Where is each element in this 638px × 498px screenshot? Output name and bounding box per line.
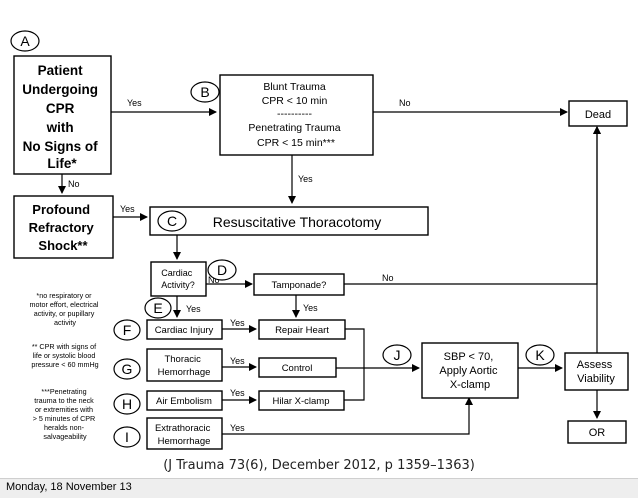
air-embolism-box <box>146 390 223 411</box>
step-e-letter: E <box>153 300 162 316</box>
cardiac-injury-text: Cardiac Injury <box>155 325 214 336</box>
air-embolism-text: Air Embolism <box>156 396 212 407</box>
cardiac-injury-box <box>146 319 223 340</box>
edge-label-no-patient: No <box>68 179 80 189</box>
or-box <box>567 420 627 444</box>
edge-label-yes-shock: Yes <box>120 204 135 214</box>
step-j-circle <box>382 344 412 366</box>
step-g-circle <box>113 358 141 380</box>
dead-box <box>568 100 628 127</box>
edge-label-yes-cardiac-injury: Yes <box>230 318 245 328</box>
thoracotomy-algorithm-diagram: Yes No Yes No Yes No No Yes Yes Yes Yes … <box>10 30 629 450</box>
step-a-letter: A <box>20 33 30 49</box>
repair-heart-text: Repair Heart <box>275 325 329 336</box>
edge-tamponade-to-dead <box>344 126 601 285</box>
tamponade-box <box>253 273 345 296</box>
thoracotomy-box <box>149 206 429 236</box>
step-e-circle <box>144 297 172 319</box>
sbp-aortic-clamp-text: SBP < 70, Apply Aortic X-clamp <box>439 351 500 391</box>
step-k-circle <box>525 344 555 366</box>
step-h-letter: H <box>122 396 132 412</box>
repair-heart-box <box>258 319 346 340</box>
note-no-signs-of-life: *no respiratory or motor effort, electri… <box>30 291 101 327</box>
step-b-letter: B <box>200 84 209 100</box>
thoracic-hemorrhage-box <box>146 348 223 382</box>
assess-viability-box <box>564 352 629 391</box>
step-f-circle <box>113 319 141 341</box>
edge-label-no-tamponade: No <box>382 273 394 283</box>
extrathoracic-hemorrhage-box <box>146 417 223 450</box>
refractory-shock-box <box>13 195 114 259</box>
extrathoracic-hemorrhage-text: Extrathoracic Hemorrhage <box>155 423 213 447</box>
edge-label-yes-tamponade: Yes <box>303 303 318 313</box>
thoracotomy-text: Resuscitative Thoracotomy <box>213 214 382 230</box>
edge-repair-heart-to-merge <box>345 328 365 368</box>
thoracic-hemorrhage-text: Thoracic Hemorrhage <box>158 354 211 378</box>
step-c-letter: C <box>167 213 177 229</box>
step-d-letter: D <box>217 262 227 278</box>
edge-label-yes-thoracic: Yes <box>230 356 245 366</box>
footer-date: Monday, 18 November 13 <box>6 481 132 493</box>
patient-box-text: Patient Undergoing CPR with No Signs of … <box>22 63 102 171</box>
patient-box <box>13 55 112 175</box>
assess-viability-text: Assess Viability <box>577 359 616 385</box>
edge-label-no-cardiac: No <box>208 275 220 285</box>
tamponade-text: Tamponade? <box>272 280 327 291</box>
footer-bar: Monday, 18 November 13 <box>0 478 638 498</box>
cardiac-activity-text: Cardiac Activity? <box>161 268 195 290</box>
edge-label-yes-extrathoracic: Yes <box>230 423 245 433</box>
step-k-letter: K <box>535 347 545 363</box>
trauma-criteria-box <box>219 74 374 156</box>
or-box-text: OR <box>589 427 606 439</box>
step-a-circle <box>10 30 40 52</box>
citation-caption: (J Trauma 73(6), December 2012, p 1359–1… <box>163 458 475 473</box>
step-f-letter: F <box>123 322 132 338</box>
edge-label-yes-patient: Yes <box>127 98 142 108</box>
sbp-aortic-clamp-box <box>421 342 519 399</box>
edge-extrathoracic-to-sbp <box>222 397 473 435</box>
hilar-xclamp-box <box>258 390 345 411</box>
step-b-circle <box>190 81 220 103</box>
step-h-circle <box>113 393 141 415</box>
note-penetrating-trauma: ***Penetrating trauma to the neck or ext… <box>33 387 98 441</box>
edge-label-yes-air: Yes <box>230 388 245 398</box>
edge-hilar-to-merge <box>344 368 365 401</box>
note-cpr-signs: ** CPR with signs of life or systolic bl… <box>31 342 98 369</box>
dead-box-text: Dead <box>585 109 611 121</box>
control-box <box>258 357 337 378</box>
edge-label-yes-cardiac: Yes <box>186 304 201 314</box>
step-i-letter: I <box>125 429 129 445</box>
edge-label-no-criteria: No <box>399 98 411 108</box>
step-g-letter: G <box>122 361 133 377</box>
hilar-xclamp-text: Hilar X-clamp <box>272 396 329 407</box>
edge-label-yes-criteria: Yes <box>298 174 313 184</box>
step-d-circle <box>207 259 237 281</box>
cardiac-activity-box <box>150 261 207 297</box>
refractory-shock-text: Profound Refractory Shock** <box>29 202 98 253</box>
trauma-criteria-text: Blunt Trauma CPR < 10 min ---------- Pen… <box>248 81 343 149</box>
step-i-circle <box>113 426 141 448</box>
slide: Yes No Yes No Yes No No Yes Yes Yes Yes … <box>10 30 629 473</box>
control-text: Control <box>282 363 313 374</box>
step-j-letter: J <box>394 347 401 363</box>
step-c-circle <box>157 210 187 232</box>
